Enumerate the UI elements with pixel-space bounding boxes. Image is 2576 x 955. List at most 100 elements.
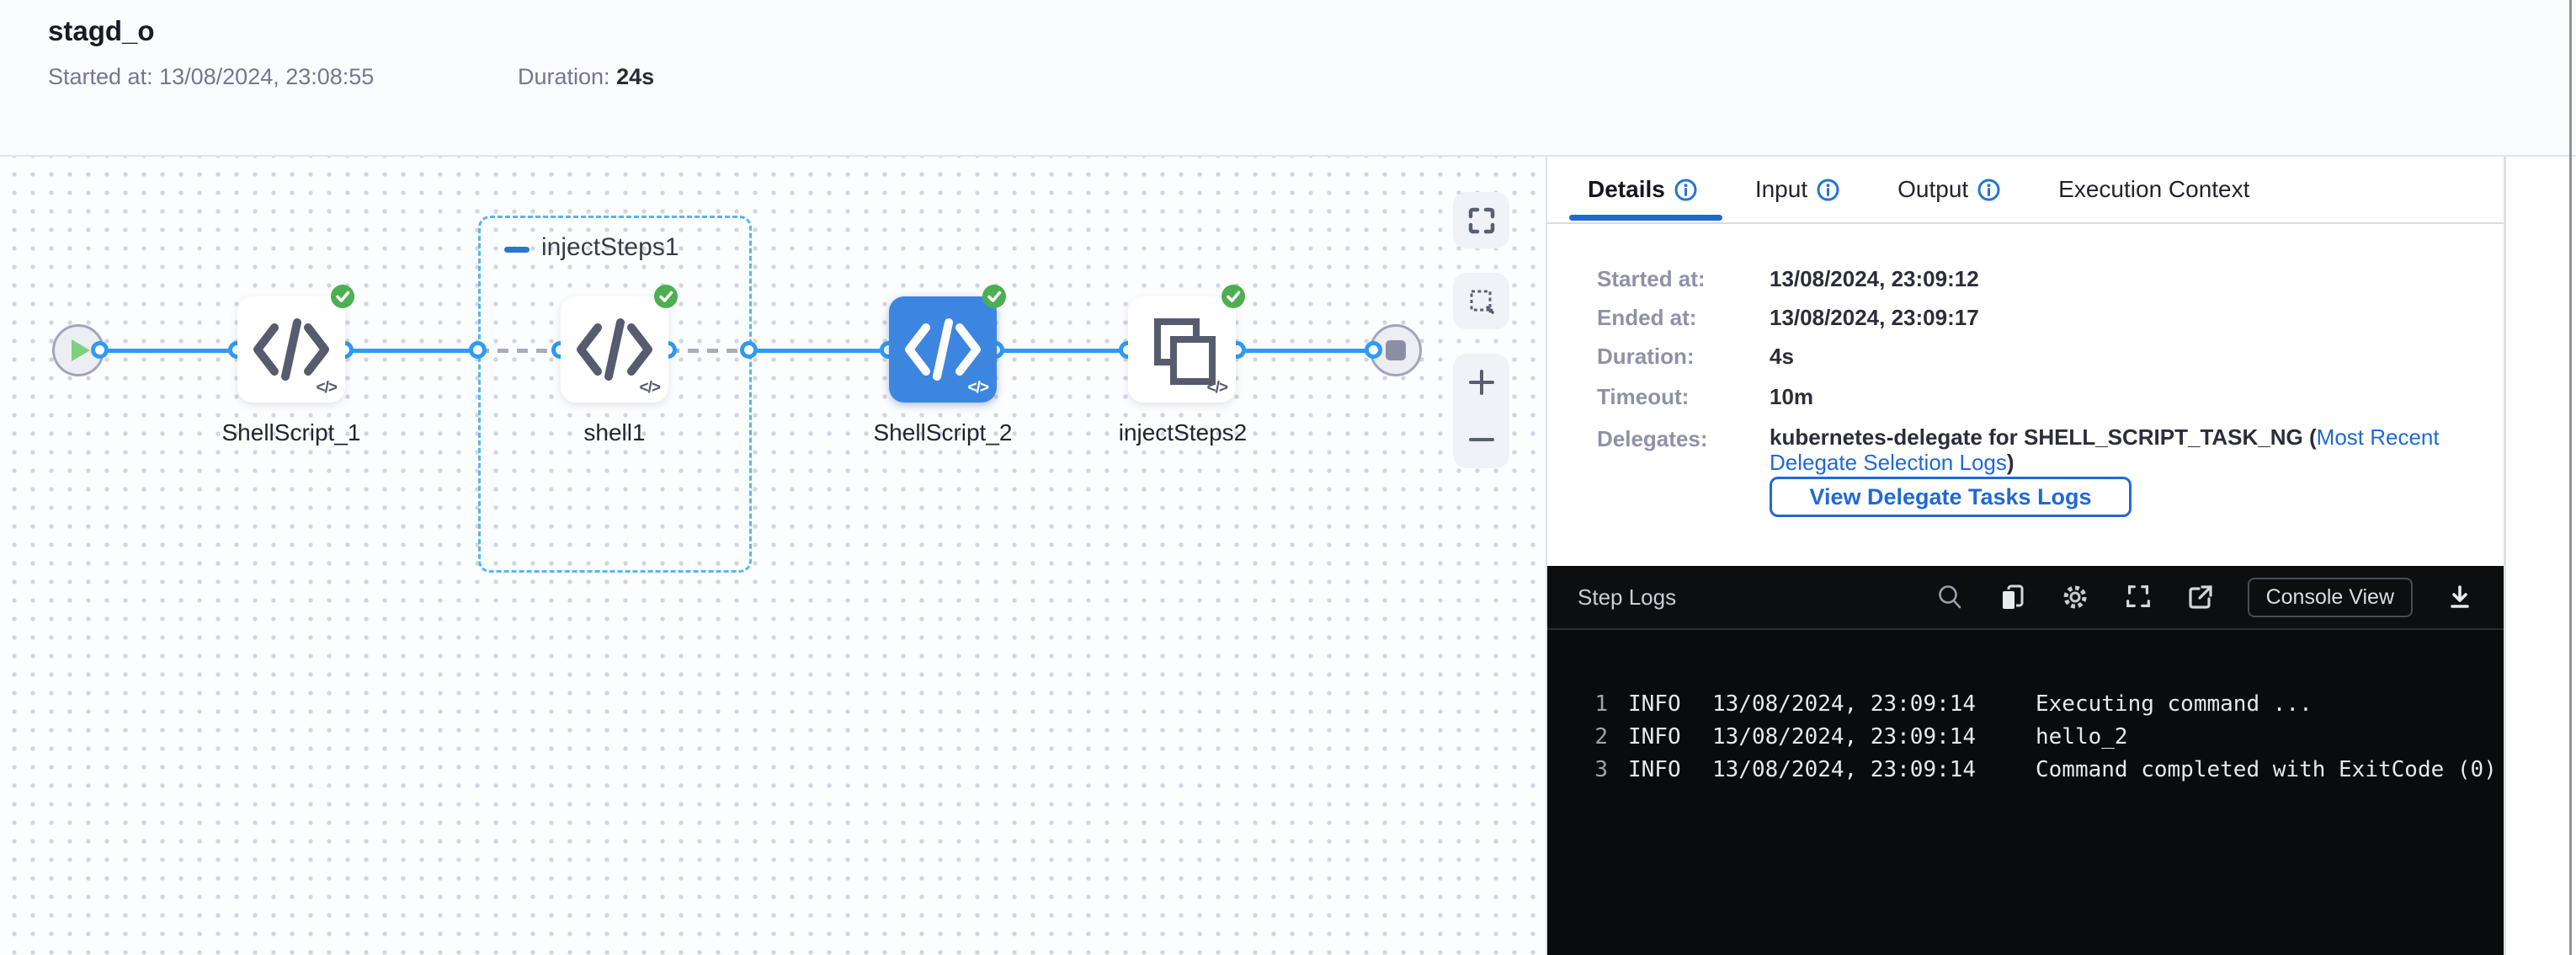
gear-icon xyxy=(2063,585,2087,609)
log-message: Command completed with ExitCode (0) xyxy=(2036,756,2497,782)
step-logs-panel: Step Logs xyxy=(1547,566,2505,955)
started-at-value: 13/08/2024, 23:08:55 xyxy=(159,64,375,89)
port[interactable] xyxy=(469,341,487,359)
shell-type-glyph: </> xyxy=(639,379,662,397)
delegate-selection-logs-link[interactable]: Most Recent xyxy=(2316,424,2440,450)
log-open-new-tab-button[interactable] xyxy=(2185,582,2216,612)
delegate-selection-logs-link[interactable]: Delegate Selection Logs xyxy=(1770,450,2007,475)
fullscreen-icon xyxy=(1468,207,1494,233)
log-line-number: 1 xyxy=(1594,691,1608,717)
tab-bar-divider xyxy=(1547,222,2505,224)
log-line-number: 3 xyxy=(1594,756,1608,782)
log-time: 13/08/2024, 23:09:14 xyxy=(1712,723,1977,750)
step-node-injectsteps2[interactable]: </> xyxy=(1128,285,1245,403)
copy-steps-icon xyxy=(1154,318,1216,385)
log-settings-button[interactable] xyxy=(2059,581,2091,613)
log-fullscreen-button[interactable] xyxy=(2123,582,2153,612)
connector xyxy=(996,349,1128,353)
window-right-edge xyxy=(2569,0,2572,955)
duration-value: 24s xyxy=(616,64,655,89)
search-icon xyxy=(1938,585,1961,609)
log-lines[interactable]: 1 INFO 13/08/2024, 23:09:14 Executing co… xyxy=(1547,630,2505,955)
info-icon xyxy=(1674,179,1697,200)
step-node-shell1[interactable]: </> xyxy=(561,285,678,403)
step-details-panel: Details Input Output Executio xyxy=(1546,157,2505,955)
success-badge-icon xyxy=(982,285,1006,308)
log-level: INFO xyxy=(1628,723,1681,750)
pipeline-canvas[interactable]: injectSteps1 </> ShellScript_1 xyxy=(0,157,1546,955)
port[interactable] xyxy=(91,341,109,359)
canvas-fullscreen-button[interactable] xyxy=(1453,192,1509,248)
detail-label: Started at: xyxy=(1597,266,1706,291)
detail-value: 4s xyxy=(1770,344,1794,369)
console-view-button[interactable]: Console View xyxy=(2247,577,2413,617)
detail-value: 10m xyxy=(1770,384,1814,409)
port[interactable] xyxy=(740,341,758,359)
stage-title: stagd_o xyxy=(48,15,155,46)
connector xyxy=(749,349,889,353)
log-copy-button[interactable] xyxy=(1997,582,2027,612)
fullscreen-icon xyxy=(2126,585,2150,608)
active-tab-underline xyxy=(1569,215,1722,221)
step-group-injectsteps1[interactable]: injectSteps1 xyxy=(478,216,752,573)
canvas-zoom-controls xyxy=(1453,354,1509,468)
connector xyxy=(100,349,237,353)
detail-label: Timeout: xyxy=(1597,384,1690,409)
copy-icon xyxy=(2000,584,2024,611)
execution-header: stagd_o Started at: 13/08/2024, 23:08:55… xyxy=(0,0,2576,157)
log-time: 13/08/2024, 23:09:14 xyxy=(1712,756,1977,782)
code-icon xyxy=(905,318,981,381)
canvas-select-area-button[interactable] xyxy=(1453,273,1509,329)
port[interactable] xyxy=(1365,341,1382,359)
shell-type-glyph: </> xyxy=(316,379,338,397)
log-download-button[interactable] xyxy=(2445,582,2475,612)
detail-value: 13/08/2024, 23:09:12 xyxy=(1770,266,1979,291)
node-label: injectSteps2 xyxy=(1118,419,1248,445)
log-toolbar: Console View xyxy=(1935,577,2475,617)
success-badge-icon xyxy=(654,285,678,308)
right-gutter xyxy=(2506,157,2569,955)
tab-execution-context[interactable]: Execution Context xyxy=(2058,176,2250,202)
duration-text: Duration: 24s xyxy=(518,64,654,90)
connector-dashed xyxy=(478,349,561,353)
duration-label: Duration: xyxy=(518,64,610,89)
detail-value: 13/08/2024, 23:09:17 xyxy=(1770,305,1979,330)
tab-input[interactable]: Input xyxy=(1735,157,1860,222)
success-badge-icon xyxy=(1221,285,1245,308)
delegates-label: Delegates: xyxy=(1597,426,1708,451)
plus-icon xyxy=(1468,370,1494,395)
view-delegate-tasks-logs-button[interactable]: View Delegate Tasks Logs xyxy=(1770,477,2132,517)
info-icon xyxy=(1977,179,2000,200)
delegates-value: kubernetes-delegate for SHELL_SCRIPT_TAS… xyxy=(1770,424,2440,475)
log-message: Executing command ... xyxy=(2036,691,2313,717)
step-logs-title: Step Logs xyxy=(1578,584,1677,610)
group-label: injectSteps1 xyxy=(541,233,679,261)
node-label: shell1 xyxy=(583,419,646,445)
step-logs-header: Step Logs xyxy=(1547,566,2505,630)
log-line: 3 INFO 13/08/2024, 23:09:14 Command comp… xyxy=(1547,753,2505,786)
step-node-shellscript-2-selected[interactable]: </> xyxy=(889,285,1006,403)
step-node-shellscript-1[interactable]: </> xyxy=(237,285,354,403)
zoom-out-button[interactable] xyxy=(1467,425,1496,454)
started-at-label: Started at: xyxy=(48,64,153,89)
detail-label: Duration: xyxy=(1597,344,1695,369)
node-label: ShellScript_1 xyxy=(221,419,361,445)
collapse-group-icon[interactable] xyxy=(504,247,530,253)
minus-icon xyxy=(1468,438,1494,441)
log-search-button[interactable] xyxy=(1935,582,1965,612)
connector-dashed xyxy=(668,349,749,353)
code-icon xyxy=(253,318,329,381)
delegate-name-text: kubernetes-delegate for SHELL_SCRIPT_TAS… xyxy=(1770,424,2317,450)
log-time: 13/08/2024, 23:09:14 xyxy=(1712,691,1977,717)
zoom-in-button[interactable] xyxy=(1467,368,1496,397)
success-badge-icon xyxy=(331,285,354,308)
tab-details[interactable]: Details xyxy=(1567,157,1718,222)
download-icon xyxy=(2451,585,2469,608)
detail-label: Ended at: xyxy=(1597,305,1697,330)
tab-output[interactable]: Output xyxy=(1877,157,2021,222)
details-tab-bar: Details Input Output Executio xyxy=(1567,157,2270,222)
play-icon xyxy=(72,339,90,361)
log-line: 2 INFO 13/08/2024, 23:09:14 hello_2 xyxy=(1547,720,2505,753)
shell-type-glyph: </> xyxy=(1206,379,1229,397)
log-line: 1 INFO 13/08/2024, 23:09:14 Executing co… xyxy=(1547,687,2505,720)
